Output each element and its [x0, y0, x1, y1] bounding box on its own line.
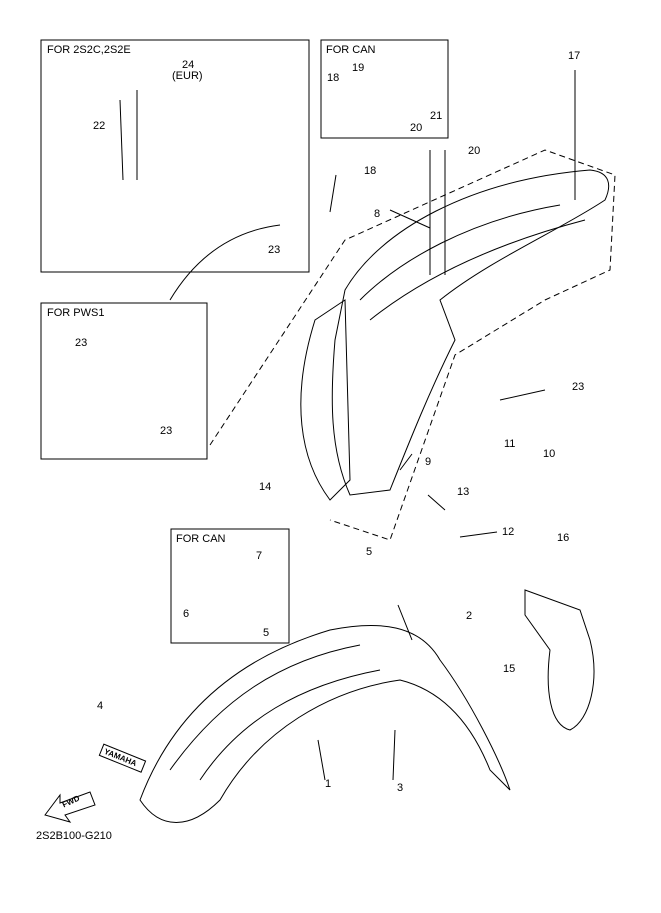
- callout-3: 3: [397, 782, 404, 794]
- diagram-code: 2S2B100-G210: [36, 830, 112, 842]
- callout-13: 13: [457, 486, 470, 498]
- callout-5: 5: [366, 546, 373, 558]
- callout-12: 12: [502, 526, 515, 538]
- callout-22: 22: [93, 120, 106, 132]
- callout-23-pws1-lower: 23: [160, 425, 173, 437]
- callout-16: 16: [557, 532, 570, 544]
- callout-10: 10: [543, 448, 556, 460]
- callout-7: 7: [256, 550, 263, 562]
- callout-11: 11: [504, 438, 516, 450]
- callout-24-note: (EUR): [172, 70, 203, 82]
- callout-9: 9: [425, 456, 432, 468]
- mud-flap: [524, 589, 595, 731]
- callout-1: 1: [325, 778, 332, 790]
- inset-title-can-top: FOR CAN: [326, 44, 376, 56]
- callout-23-main: 23: [268, 244, 281, 256]
- callout-20: 20: [468, 145, 481, 157]
- callout-2: 2: [466, 610, 473, 622]
- callout-19: 19: [352, 62, 365, 74]
- inset-title-pws1: FOR PWS1: [47, 307, 105, 319]
- inset-title-can-bottom: FOR CAN: [176, 533, 226, 545]
- callout-14: 14: [259, 481, 272, 493]
- callout-21: 21: [430, 110, 443, 122]
- front-fender: [139, 625, 511, 823]
- rear-fender: [331, 169, 610, 496]
- callout-6: 6: [183, 608, 190, 620]
- inset-title-2s2c-2s2e: FOR 2S2C,2S2E: [47, 44, 131, 56]
- callout-18-can: 18: [327, 72, 340, 84]
- fwd-arrow: [44, 791, 96, 823]
- callout-24: 24: [182, 59, 195, 71]
- callout-17: 17: [568, 50, 581, 62]
- callout-23-pws1-upper: 23: [75, 337, 88, 349]
- rear-fender-side-left: [300, 299, 351, 501]
- yamaha-decal: [98, 743, 147, 773]
- callout-8: 8: [374, 208, 381, 220]
- callout-18: 18: [364, 165, 377, 177]
- callout-15: 15: [503, 663, 516, 675]
- callout-23-right: 23: [572, 381, 585, 393]
- callout-4: 4: [97, 700, 104, 712]
- callout-5-can: 5: [263, 627, 270, 639]
- callout-20-can: 20: [410, 122, 423, 134]
